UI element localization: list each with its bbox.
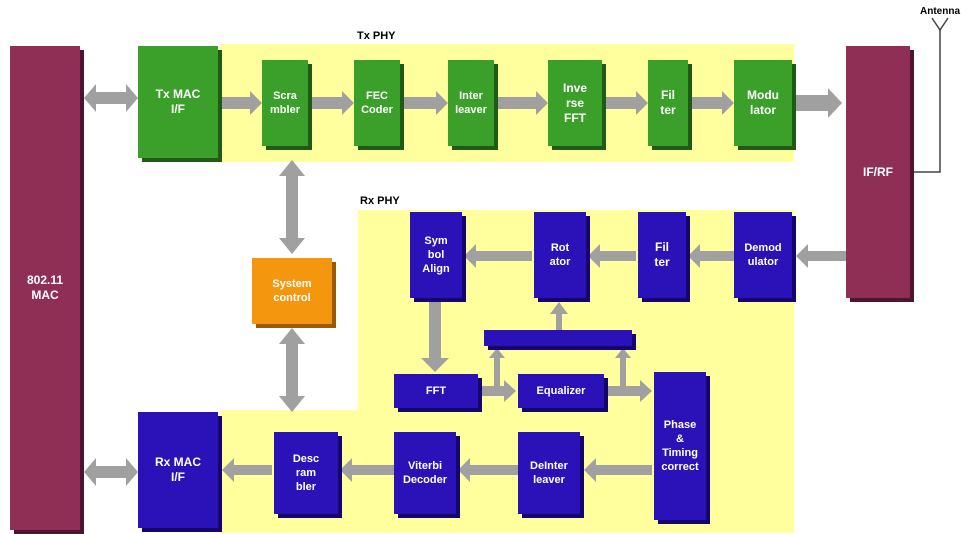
antenna-icon [931,17,949,32]
arrow-viterbi-descrambler [340,458,394,482]
tx-phy-label: Tx PHY [357,30,396,42]
arrow-bar-rotator [550,302,568,330]
tx-mac-if-block: Tx MAC I/F [138,46,218,158]
descrambler-block: Desc ram bler [274,432,338,514]
arrow-syscontrol-rx [279,328,305,412]
fft-block: FFT [394,374,478,408]
mac-block: 802.11 MAC [10,46,80,530]
phase-timing-block: Phase & Timing correct [654,372,706,520]
arrow-mac-rxmac [84,458,138,486]
antenna-label: Antenna [920,6,960,17]
rotator-block: Rot ator [534,212,586,298]
deinterleaver-block: DeInter leaver [518,432,580,514]
arrow-tx-syscontrol [279,160,305,254]
arrow-rotator-symalign [464,244,532,268]
equalizer-block: Equalizer [518,374,604,408]
arrow-descrambler-rxmac [222,458,272,482]
if-rf-block: IF/RF [846,46,910,298]
rx-mac-if-block: Rx MAC I/F [138,412,218,528]
arrow-modulator-ifrf [796,88,842,118]
rx-phy-label: Rx PHY [360,195,400,207]
arrow-eq-tap [615,348,631,386]
arrow-mac-txmac [84,84,138,112]
arrow-fft-tap [489,348,505,386]
arrow-deint-viterbi [458,458,518,482]
system-control-block: System control [252,258,332,324]
antenna-line [914,30,941,173]
arrow-symalign-fft [421,302,449,372]
tx-filter-block: Fil ter [648,60,688,146]
rx-filter-block: Fil ter [638,212,686,298]
arrow-scrambler-fec [310,91,354,115]
scrambler-block: Scra mbler [262,60,308,146]
arrow-interleaver-ifft [496,91,548,115]
arrow-phase-deinterleaver [584,458,652,482]
viterbi-decoder-block: Viterbi Decoder [394,432,456,514]
modulator-block: Modu lator [734,60,792,146]
arrow-filter-rotator [588,244,636,268]
arrow-ifft-filter [604,91,648,115]
arrow-demod-filter [688,244,734,268]
arrow-txmac-scrambler [222,91,262,115]
arrow-equalizer-phase [606,380,652,402]
interleaver-block: Inter leaver [448,60,494,146]
demodulator-block: Demod ulator [734,212,792,298]
arrow-fft-equalizer [480,380,516,402]
arrow-ifrf-demod [796,244,846,268]
inverse-fft-block: Inve rse FFT [548,60,602,146]
arrow-filter-modulator [690,91,734,115]
arrow-fec-interleaver [402,91,448,115]
symbol-align-block: Sym bol Align [410,212,462,298]
fec-coder-block: FEC Coder [354,60,400,146]
combiner-bar [484,330,632,346]
